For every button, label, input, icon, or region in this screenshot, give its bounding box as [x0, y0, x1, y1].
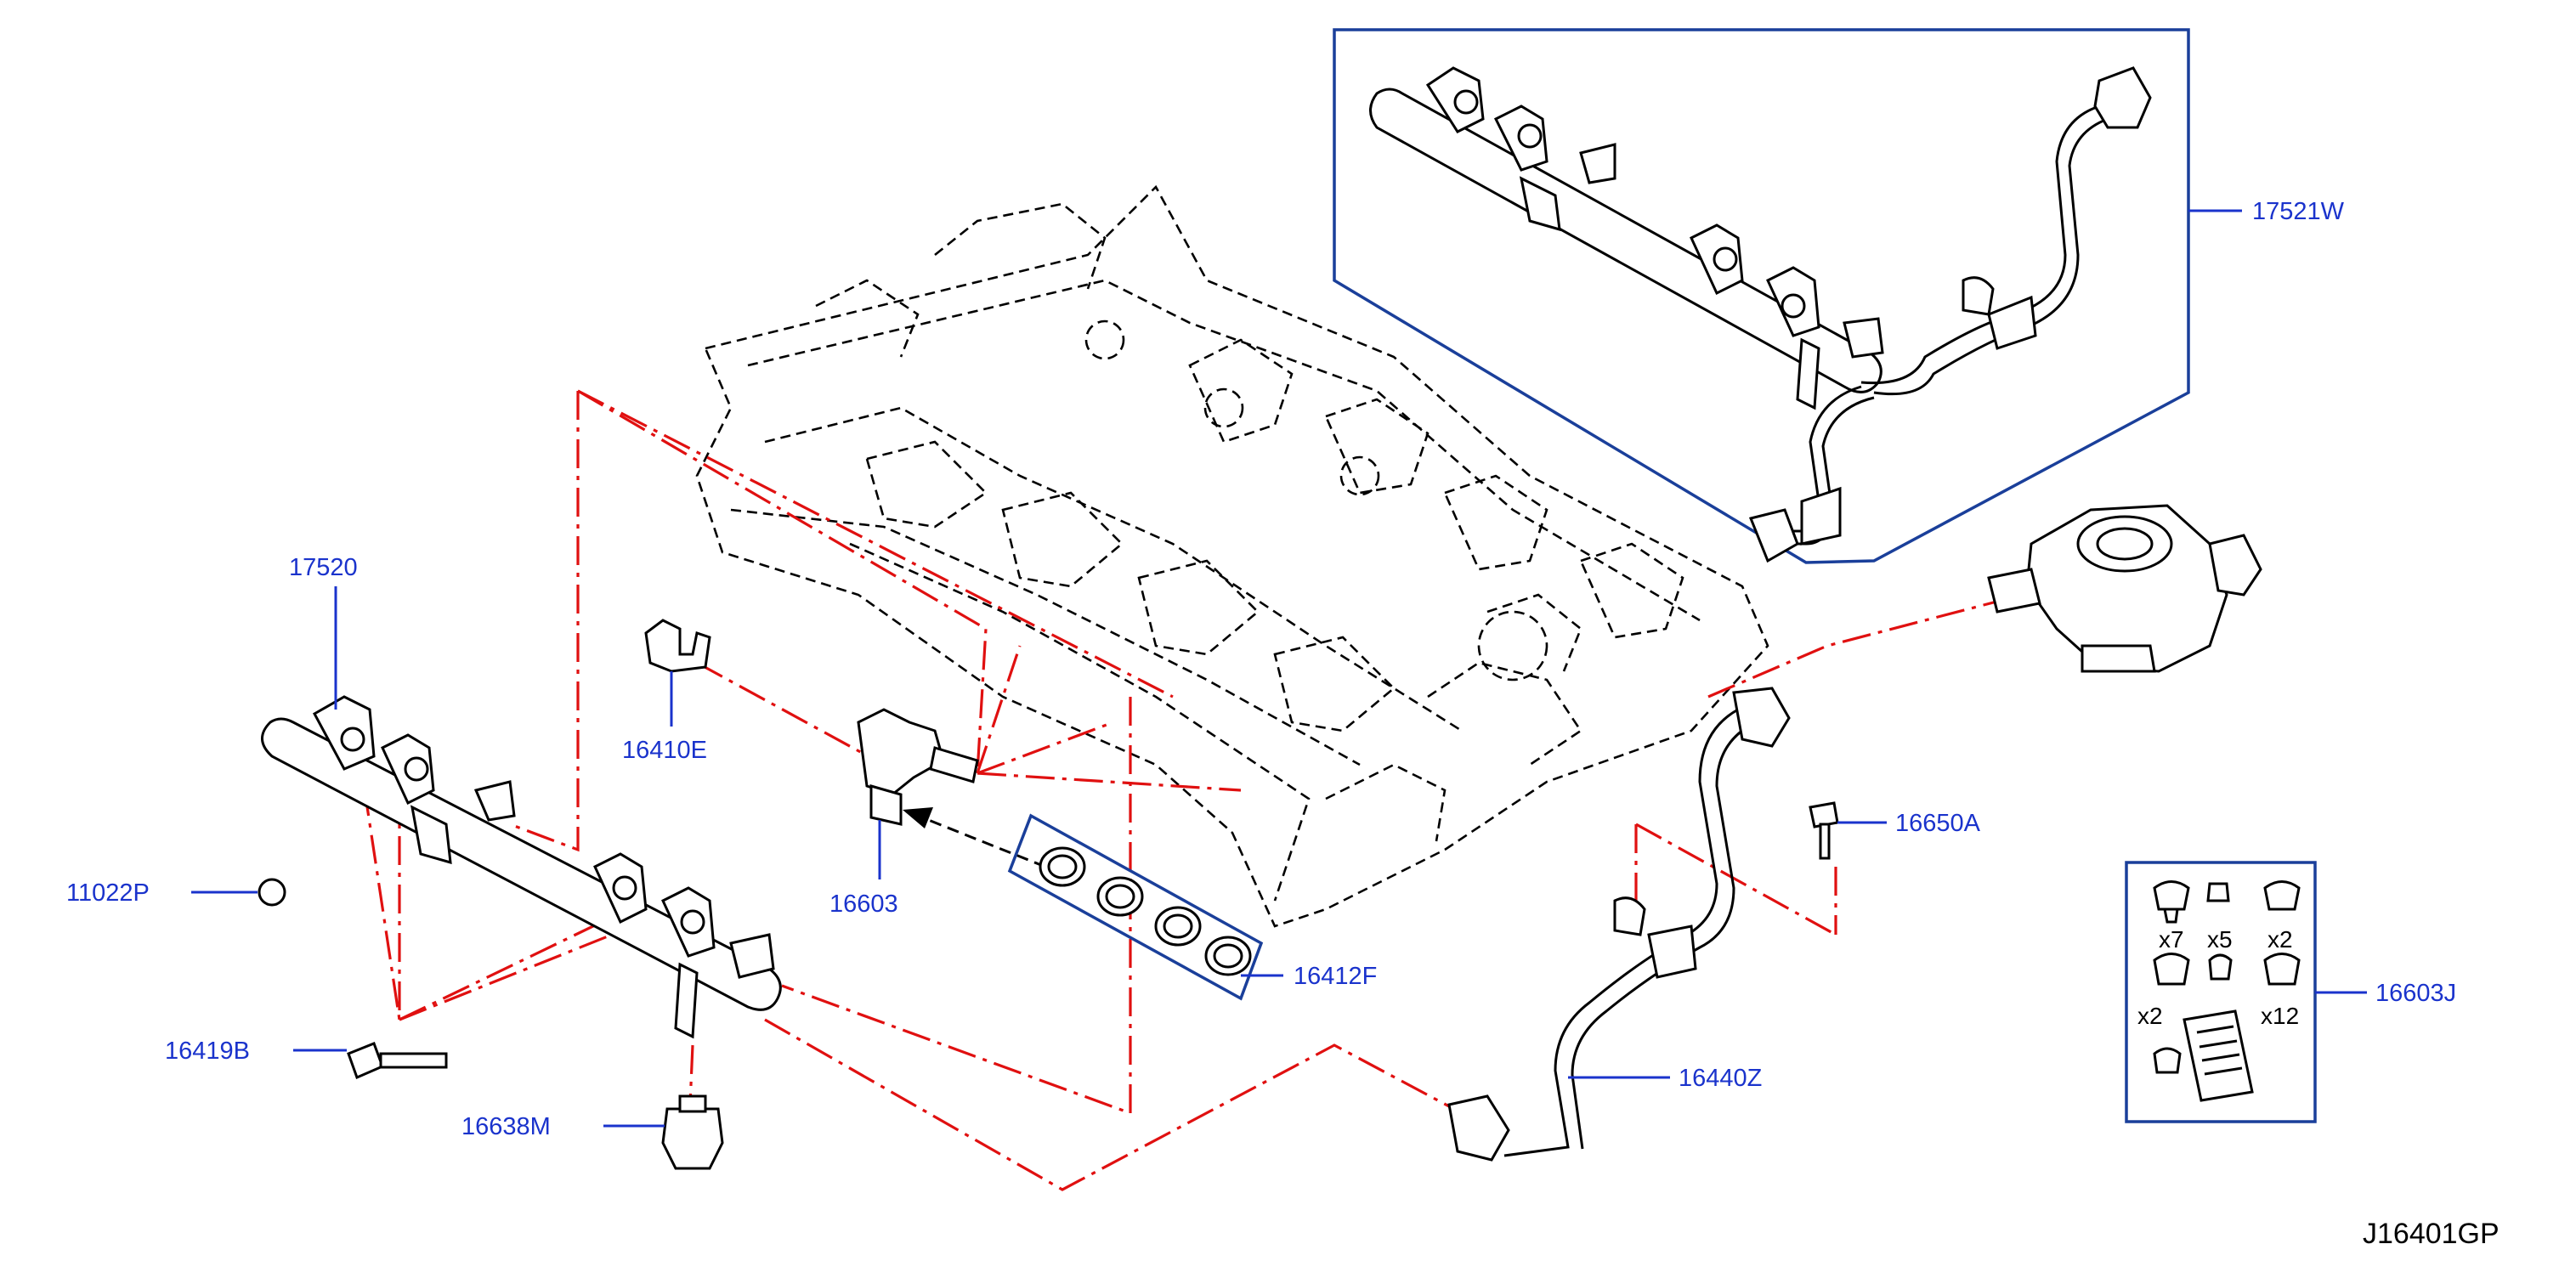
fuel-rail-17520	[261, 695, 782, 1039]
kit-qty-1: x7	[2159, 926, 2184, 953]
high-pressure-pipe-16440z	[1447, 687, 1791, 1162]
callout-17520[interactable]: 17520	[289, 554, 358, 581]
pulsation-damper-16638m	[661, 1094, 724, 1170]
seal-kit-16412f	[1007, 813, 1264, 1001]
callouts: 17521W 17520 16410E 16603 11022P 16419B …	[66, 198, 2456, 1140]
callout-16410e[interactable]: 16410E	[622, 737, 707, 764]
high-pressure-pump	[1987, 504, 2262, 673]
bolt-16419b	[347, 1042, 448, 1080]
diagram-code: J16401GP	[2363, 1218, 2500, 1250]
callout-17521w[interactable]: 17521W	[2252, 198, 2345, 225]
callout-11022p[interactable]: 11022P	[66, 879, 150, 907]
plug-11022p	[258, 878, 286, 907]
kit-16603j: x7 x5 x2 x2 x12	[2125, 861, 2317, 1123]
callout-16440z[interactable]: 16440Z	[1679, 1065, 1762, 1092]
callout-16638m[interactable]: 16638M	[461, 1113, 551, 1140]
kit-qty-2: x5	[2207, 926, 2233, 953]
callout-16603j[interactable]: 16603J	[2375, 980, 2456, 1007]
bolt-16650a	[1809, 801, 1839, 860]
callout-16419b[interactable]: 16419B	[165, 1038, 250, 1065]
inset-frame-17521w	[1333, 28, 2190, 564]
clip-16410e	[644, 619, 711, 673]
insertion-arrow	[903, 807, 1046, 868]
kit-qty-4: x2	[2137, 1003, 2163, 1029]
callout-16650a[interactable]: 16650A	[1895, 810, 1981, 837]
cylinder-head-outline	[695, 184, 1769, 928]
inset-fuel-rail-assembly	[1369, 66, 2152, 563]
callout-16412f[interactable]: 16412F	[1294, 963, 1377, 990]
kit-qty-3: x2	[2267, 926, 2293, 953]
callout-16603[interactable]: 16603	[829, 891, 898, 918]
injector-16603	[857, 708, 979, 826]
kit-qty-5: x12	[2261, 1003, 2299, 1029]
assembly-reference-lines	[355, 389, 2024, 1191]
